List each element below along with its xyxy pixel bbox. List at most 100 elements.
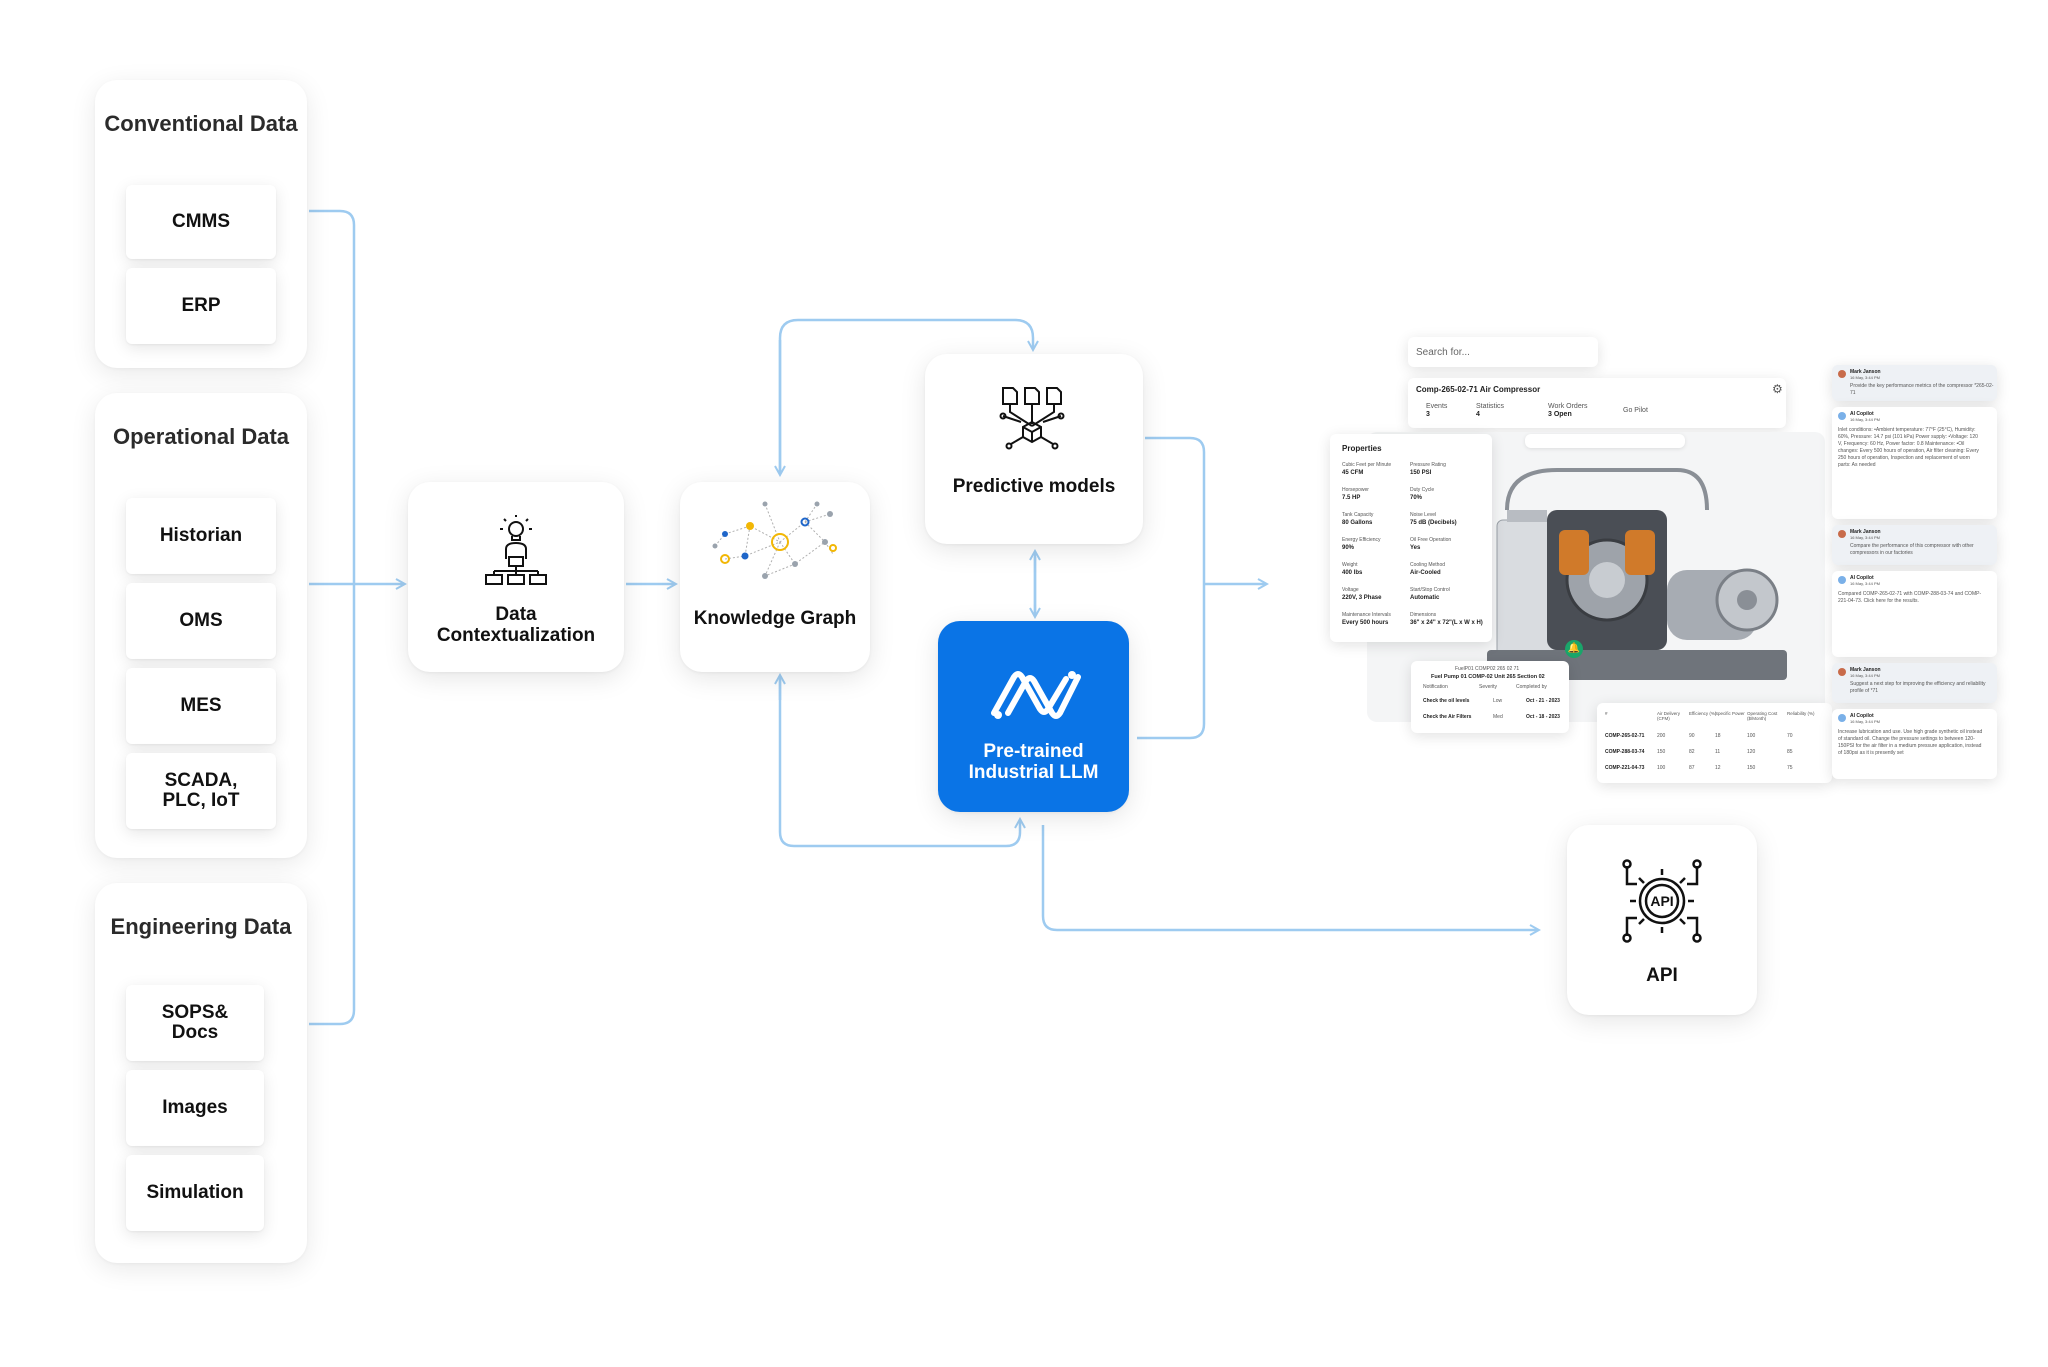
compare-cell: 18 [1715,733,1721,739]
chat-time: 16 May, 3:44 PM [1850,581,1880,586]
loop-kg-predictive [778,318,1033,472]
property-value: 80 Gallons [1342,520,1373,526]
chip-cmms[interactable]: CMMS [126,185,276,259]
wo-col-notification: Notification [1423,684,1448,690]
api-gear-icon: API [1622,859,1702,943]
search-placeholder: Search for... [1416,347,1470,358]
property-label: Duty Cycle [1410,487,1435,493]
compare-cell: 100 [1657,765,1666,771]
wo-row2-date: Oct - 18 - 2023 [1526,714,1560,720]
llm-logo-icon [991,671,1081,719]
search-input[interactable]: Search for... [1408,337,1598,367]
chip-erp[interactable]: ERP [126,268,276,344]
compare-cell: 82 [1689,749,1695,755]
compare-cell: 87 [1689,765,1695,771]
wo-row1-severity: Low [1493,698,1503,704]
property-value: Every 500 hours [1342,620,1389,626]
compare-cell: 90 [1689,733,1695,739]
property-value: Air-Cooled [1410,570,1441,576]
property-value: Automatic [1410,595,1440,601]
alert-bell-icon[interactable]: 🔔 [1565,640,1583,658]
chip-simulation[interactable]: Simulation [126,1155,264,1231]
node-pretrained-industrial-llm[interactable]: Pre-trained Industrial LLM [938,621,1129,812]
stat-gopilot-label[interactable]: Go Pilot [1623,407,1648,414]
property-label: Voltage [1342,587,1359,593]
node-api[interactable]: API API [1567,825,1757,1015]
property-label: Energy Efficiency [1342,537,1381,543]
chat-time: 16 May, 3:44 PM [1850,673,1880,678]
compare-cell: 12 [1715,765,1721,771]
chip-historian[interactable]: Historian [126,498,276,574]
user-avatar [1838,370,1846,378]
property-label: Noise Level [1410,512,1437,518]
node-data-contextualization[interactable]: Data Contextualization [408,482,624,672]
property-label: Dimensions [1410,612,1437,618]
group-title-operational: Operational Data [112,424,290,449]
node-predictive-models[interactable]: Predictive models [925,354,1143,544]
chat-author: AI Copilot [1850,713,1874,719]
chip-mes[interactable]: MES [126,668,276,744]
compare-col-header: Reliability (%) [1787,711,1815,716]
chat-author: Mark Janson [1850,369,1881,375]
property-value: 90% [1342,545,1355,551]
chat-text: Compare the performance of this compress… [1850,543,1974,556]
chat-time: 16 May, 3:44 PM [1850,375,1880,380]
node-label-contextualization: Data Contextualization [436,604,596,646]
ai-avatar [1838,576,1846,584]
chip-sops-docs[interactable]: SOPS& Docs [126,985,264,1061]
stat-statistics-value: 4 [1476,411,1480,418]
property-label: Cooling Method [1410,562,1446,568]
compare-cell: 120 [1747,749,1756,755]
property-value: Yes [1410,545,1421,551]
comparison-table-card: #Air Delivery (CFM)Efficiency (%)Specifi… [1597,703,1832,783]
property-value: 7.5 HP [1342,495,1361,501]
chat-author: Mark Janson [1850,529,1881,535]
chat-author: Mark Janson [1850,667,1881,673]
chip-scada-plc-iot[interactable]: SCADA, PLC, IoT [126,753,276,829]
documents-network-cube-icon [999,387,1065,450]
property-value: 45 CFM [1342,470,1364,476]
chat-text: Increase lubrication and use. Use high g… [1838,729,1983,756]
stat-workorders-value: 3 Open [1548,411,1572,418]
stat-statistics-label: Statistics [1476,403,1505,410]
property-value: 150 PSI [1410,470,1432,476]
work-order-breadcrumb: Fuel Pump 01 COMP-02 Unit 265 Section 02 [1431,674,1545,680]
chat-time: 16 May, 3:44 PM [1850,417,1880,422]
chip-oms[interactable]: OMS [126,583,276,659]
loop-llm-kg [778,680,1020,848]
compare-cell: COMP-221-04-73 [1605,765,1645,771]
chat-time: 16 May, 3:44 PM [1850,535,1880,540]
settings-gear-icon[interactable]: ⚙ [1772,382,1783,396]
property-label: Oil Free Operation [1410,537,1452,543]
node-knowledge-graph[interactable]: Knowledge Graph [680,482,870,672]
property-value: 70% [1410,495,1423,501]
person-lightbulb-hierarchy-icon [485,515,547,585]
wo-row1-task: Check the oil levels [1423,698,1470,704]
group-conventional-data: Conventional Data CMMS ERP [95,80,307,368]
property-label: Tank Capacity [1342,512,1374,518]
compare-cell: 200 [1657,733,1666,739]
compare-cell: 85 [1787,749,1793,755]
chat-text: Provide the key performance metrics of t… [1850,383,1994,396]
property-label: Maintenance Intervals [1342,612,1391,618]
compare-cell: COMP-265-02-71 [1605,733,1645,739]
compare-cell: 11 [1715,749,1721,755]
compare-cell: COMP-288-03-74 [1605,749,1645,755]
stat-events-value: 3 [1426,411,1430,418]
chip-images[interactable]: Images [126,1070,264,1146]
wo-col-severity: Severity [1479,684,1498,690]
property-value: 400 lbs [1342,570,1363,576]
compare-cell: 75 [1787,765,1793,771]
image-toolbar[interactable] [1525,434,1685,448]
compare-col-header: Specific Power [1715,711,1745,716]
user-avatar [1838,668,1846,676]
network-graph-icon [712,501,837,579]
wo-row1-date: Oct - 21 - 2023 [1526,698,1560,704]
